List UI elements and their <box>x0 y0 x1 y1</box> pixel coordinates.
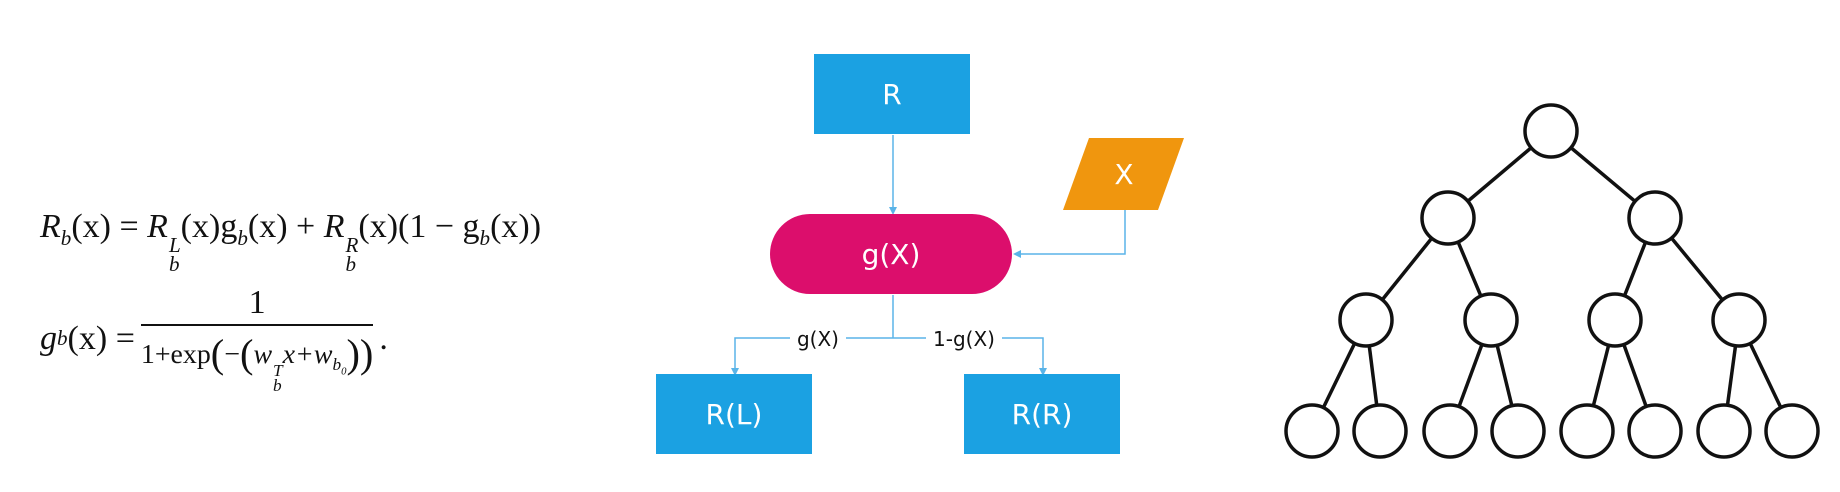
tree-internal-node <box>1711 292 1767 348</box>
eq2-den-prefix: 1+exp <box>140 338 211 370</box>
node-input-shape <box>1063 138 1184 210</box>
tree-leaf-node <box>1490 403 1546 459</box>
fraction-bar <box>140 324 374 326</box>
eq2-den-b-subsub: 0 <box>341 364 347 377</box>
tree-leaf-node <box>1284 403 1340 459</box>
node-root-label: R <box>882 78 901 111</box>
edge-label-right: 1-g(X) <box>933 327 995 351</box>
tree-edges <box>1310 129 1794 432</box>
eq2-den-b-sub-text: b <box>332 354 342 374</box>
eq2-den-x: x+w <box>282 338 333 370</box>
edge-label-right-bg <box>926 325 1002 351</box>
tree-nodes <box>1284 103 1820 459</box>
tree-leaf-node <box>1559 403 1615 459</box>
paren-close-outer: ) <box>359 331 374 376</box>
node-right: R(R) <box>964 374 1120 454</box>
node-gate: g(X) <box>770 214 1012 294</box>
tree-internal-node <box>1587 292 1643 348</box>
eq1-lhs-main: R <box>40 208 61 245</box>
eq1-t1-main: R <box>147 208 168 245</box>
eq1-t1-gsub: b <box>237 225 248 250</box>
tree-leaf-node <box>1352 403 1408 459</box>
node-right-box <box>964 374 1120 454</box>
eq2-den-b-sub: b0 <box>332 354 347 377</box>
tree-leaf-node <box>1764 403 1820 459</box>
eq2-lhs-sub: b <box>57 326 68 351</box>
tree-leaf-node <box>1422 403 1478 459</box>
eq1-t1-sup: L <box>168 233 181 258</box>
node-gate-shape <box>770 214 1012 294</box>
node-root: R <box>814 54 970 134</box>
edge-input-to-gate <box>1013 210 1126 258</box>
eq1-t2-gsub: b <box>479 225 491 250</box>
eq1-t2-rest: (x)(1 − g <box>358 208 480 245</box>
tree-internal-node <box>1420 190 1476 246</box>
paren-open-inner: ( <box>239 331 254 376</box>
tree-internal-node <box>1338 292 1394 348</box>
eq1-t2-main: R <box>323 208 345 245</box>
tree-leaf-node <box>1627 403 1683 459</box>
eq2-den-w: w <box>253 338 273 370</box>
eq2-den-w-sub: b <box>273 376 282 396</box>
eq1-lhs-arg: (x) = <box>71 208 139 245</box>
eq2-lhs-main: g <box>40 319 57 357</box>
eq1-t2-sub: b <box>345 252 357 277</box>
binary-tree <box>1284 103 1820 459</box>
eq1-t1-rest: (x)g <box>180 208 238 245</box>
eq2-den-minus: − <box>224 338 240 370</box>
node-root-box <box>814 54 970 134</box>
eq1-t2-tail: (x)) <box>490 208 542 245</box>
eq2-den-w-sup: T <box>273 360 283 380</box>
eq1-t1-sub: b <box>168 252 180 277</box>
tree-root-node <box>1523 103 1579 159</box>
node-gate-label: g(X) <box>862 238 921 271</box>
node-left-label: R(L) <box>706 398 763 431</box>
eq1-lhs-sub: b <box>60 225 72 250</box>
edge-label-left-bg <box>790 325 846 351</box>
eq2-lhs-arg: (x) = <box>67 319 135 357</box>
node-input: X <box>1063 138 1184 210</box>
eq2-numerator: 1 <box>248 284 266 321</box>
eq1-t2-sup: R <box>345 233 359 258</box>
node-input-label: X <box>1114 158 1133 191</box>
tree-leaf-node <box>1696 403 1752 459</box>
eq2-tail: . <box>379 319 388 357</box>
node-left-box <box>656 374 812 454</box>
paren-open-outer: ( <box>210 331 225 376</box>
paren-close-inner: ) <box>346 331 360 376</box>
eq1-t1-tail: (x) + <box>247 208 316 245</box>
tree-internal-node <box>1627 190 1683 246</box>
edge-label-left: g(X) <box>797 327 839 351</box>
tree-internal-node <box>1463 292 1519 348</box>
node-right-label: R(R) <box>1012 398 1073 431</box>
node-left: R(L) <box>656 374 812 454</box>
